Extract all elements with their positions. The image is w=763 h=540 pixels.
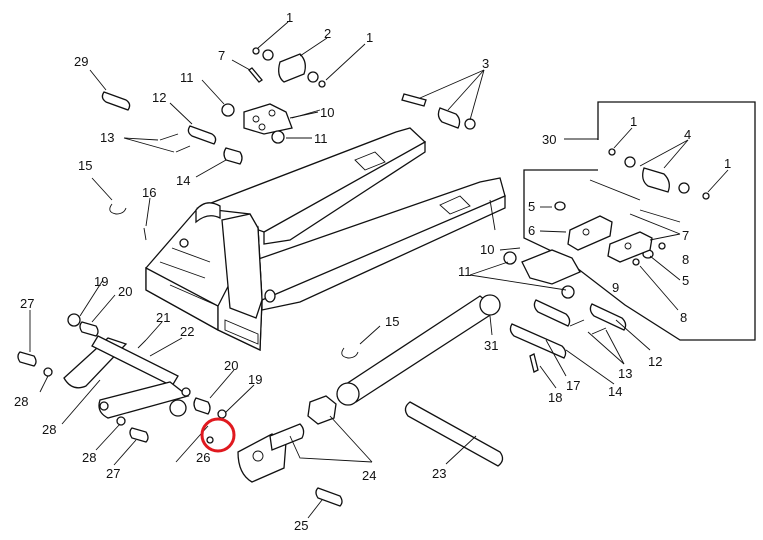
callout-26: 26 <box>196 450 210 465</box>
callout-9: 9 <box>612 280 619 295</box>
callout-6: 6 <box>528 223 535 238</box>
callout-11-right: 11 <box>458 264 472 279</box>
callout-17: 17 <box>566 378 580 393</box>
top-parts <box>101 47 476 165</box>
pin-16 <box>143 227 147 241</box>
callout-2: 2 <box>324 26 331 41</box>
callout-4: 4 <box>684 127 691 142</box>
callout-31: 31 <box>484 338 498 353</box>
callout-25: 25 <box>294 518 308 533</box>
callout-15-upper: 15 <box>78 158 92 173</box>
callout-28-bottom: 28 <box>82 450 96 465</box>
callout-18: 18 <box>548 390 562 405</box>
rod-23 <box>404 401 504 467</box>
callout-28-far-left: 28 <box>14 394 28 409</box>
callout-13-right: 13 <box>618 366 632 381</box>
callout-8-lower: 8 <box>680 310 687 325</box>
fork-frame <box>145 127 506 352</box>
callout-20-left: 20 <box>118 284 132 299</box>
callout-3: 3 <box>482 56 489 71</box>
callout-11-upper: 11 <box>180 70 194 85</box>
callout-30: 30 <box>542 132 556 147</box>
callout-28-left: 28 <box>42 422 56 437</box>
callout-11-middle: 11 <box>314 131 328 146</box>
highlight-circle <box>200 417 236 453</box>
callout-5-lower: 5 <box>682 273 689 288</box>
callout-27-bottom: 27 <box>106 466 120 481</box>
clip-15 <box>109 203 359 359</box>
rods-right <box>509 299 627 373</box>
piston-24 <box>237 395 337 483</box>
callout-21: 21 <box>156 310 170 325</box>
callout-1-top-left: 1 <box>286 10 293 25</box>
callout-22: 22 <box>180 324 194 339</box>
callout-1-top-right: 1 <box>366 30 373 45</box>
callout-7-box: 7 <box>682 228 689 243</box>
linkage-left <box>17 313 227 444</box>
callout-12-left: 12 <box>152 90 166 105</box>
callout-1-box-left: 1 <box>630 114 637 129</box>
callout-5-upper: 5 <box>528 199 535 214</box>
callout-20-lower: 20 <box>224 358 238 373</box>
leader-lines <box>29 21 729 519</box>
callout-14-right: 14 <box>608 384 622 399</box>
callout-23: 23 <box>432 466 446 481</box>
pin-25 <box>315 487 343 507</box>
callout-1-box-right: 1 <box>724 156 731 171</box>
callout-27-left: 27 <box>20 296 34 311</box>
callout-labels: 1 2 1 7 29 3 11 12 10 11 13 14 30 1 4 1 … <box>14 10 731 533</box>
axle-31 <box>336 294 501 406</box>
callout-10-top: 10 <box>320 105 334 120</box>
callout-15-lower: 15 <box>385 314 399 329</box>
assembly-box-30 <box>503 101 756 341</box>
callout-7-top: 7 <box>218 48 225 63</box>
callout-29: 29 <box>74 54 88 69</box>
callout-12-right: 12 <box>648 354 662 369</box>
callout-13-left: 13 <box>100 130 114 145</box>
callout-19-lower: 19 <box>248 372 262 387</box>
callout-24: 24 <box>362 468 376 483</box>
callout-8-upper: 8 <box>682 252 689 267</box>
callout-16: 16 <box>142 185 156 200</box>
callout-10-right: 10 <box>480 242 494 257</box>
callout-14-left: 14 <box>176 173 190 188</box>
callout-19-left: 19 <box>94 274 108 289</box>
